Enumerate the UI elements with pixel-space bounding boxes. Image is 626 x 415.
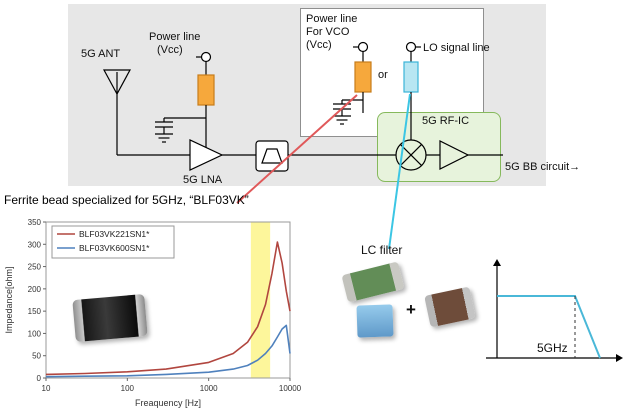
svg-text:1000: 1000 <box>200 384 218 393</box>
ferrite-bead-photo <box>72 293 148 343</box>
vco-label-line2: For VCO <box>306 26 350 38</box>
svg-text:100: 100 <box>121 384 135 393</box>
svg-text:10: 10 <box>42 384 51 393</box>
svg-text:300: 300 <box>28 240 42 249</box>
vco-label-line3: (Vcc) <box>306 39 332 51</box>
or-label: or <box>378 69 388 81</box>
ant-label: 5G ANT <box>81 48 121 60</box>
lc-x-arrow <box>616 354 623 362</box>
svg-text:Freaquency [Hz]: Freaquency [Hz] <box>135 398 201 408</box>
bb-circuit-label: 5G BB circuit→ <box>505 161 581 173</box>
svg-text:50: 50 <box>32 352 41 361</box>
impedance-chart: 0 50 100 150 200 250 300 350 10 100 1000 10000 Imped… <box>4 218 302 408</box>
blue-chip-photo <box>356 304 394 338</box>
lc-filter-label: LC filter <box>361 243 403 257</box>
cutoff-frequency-label: 5GHz <box>537 341 568 355</box>
svg-text:150: 150 <box>28 307 42 316</box>
lna-label: 5G LNA <box>183 174 223 186</box>
svg-text:350: 350 <box>28 218 42 227</box>
inductor-photo <box>341 261 405 303</box>
power1-label-line1: Power line <box>149 31 201 43</box>
lc-y-arrow <box>493 259 501 266</box>
svg-text:200: 200 <box>28 285 42 294</box>
rfic-label: 5G RF-IC <box>422 115 470 127</box>
svg-text:Impedance[ohm]: Impedance[ohm] <box>4 266 14 333</box>
vco-label-line1: Power line <box>306 13 358 25</box>
plus-sign: + <box>406 300 416 319</box>
lc-response-chart <box>486 259 623 362</box>
lo-label: LO signal line <box>423 42 490 54</box>
ferrite-section-title: Ferrite bead specialized for 5GHz, “BLF0… <box>4 193 249 207</box>
svg-text:100: 100 <box>28 329 42 338</box>
svg-text:10000: 10000 <box>279 384 302 393</box>
svg-text:BLF03VK600SN1*: BLF03VK600SN1* <box>79 243 150 253</box>
capacitor-photo <box>424 286 476 328</box>
power1-label-line2: (Vcc) <box>157 44 183 56</box>
svg-text:0: 0 <box>37 374 42 383</box>
svg-text:BLF03VK221SN1*: BLF03VK221SN1* <box>79 229 150 239</box>
svg-text:250: 250 <box>28 263 42 272</box>
